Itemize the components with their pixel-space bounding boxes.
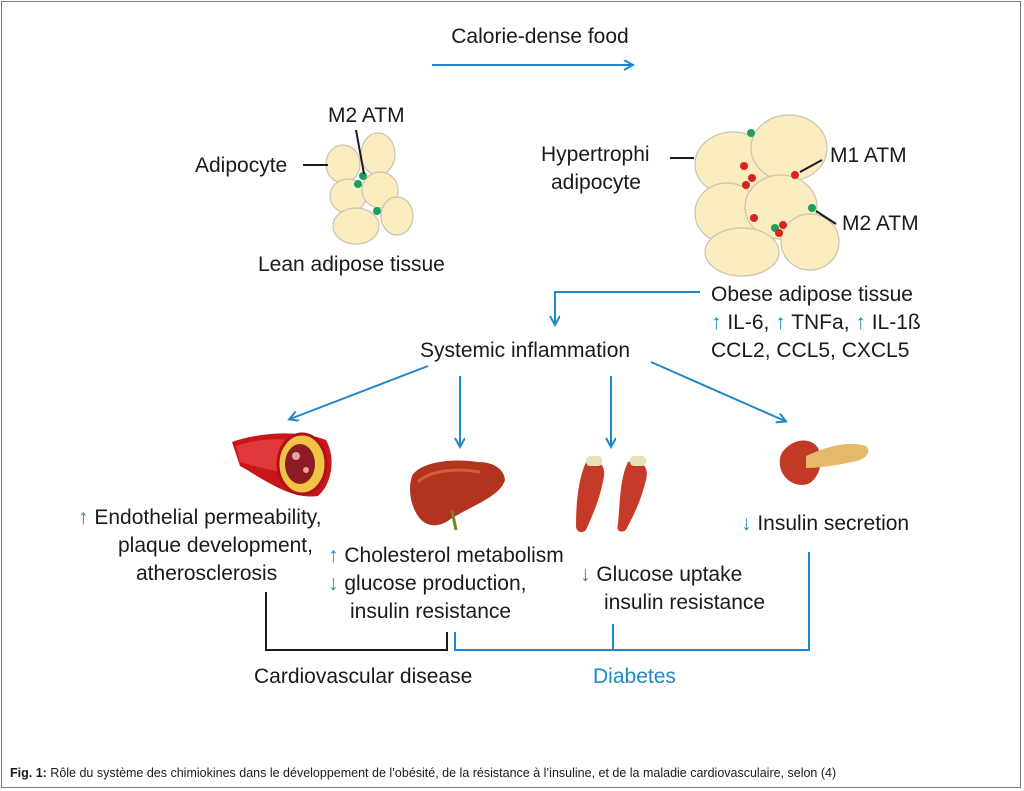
- vascular-effect-line3: atherosclerosis: [136, 562, 278, 585]
- obese-cytokines-line1: ↑ IL-6, ↑ TNFa, ↑ IL-1ß: [711, 310, 921, 336]
- increase-arrow: ↑: [775, 311, 786, 334]
- m2-atm-dot: [747, 129, 755, 137]
- vascular-effect-line2: plaque development,: [118, 534, 313, 557]
- insulin-secretion-text: Insulin secretion: [757, 512, 910, 535]
- liver-effect-line2: ↓ glucose production,: [328, 571, 526, 597]
- calorie-dense-food-label: Calorie-dense food: [451, 25, 629, 48]
- liver-effect-line3: insulin resistance: [350, 600, 512, 623]
- cholesterol-metabolism-text: Cholesterol metabolism: [344, 544, 564, 567]
- blood-vessel-icon: [232, 432, 332, 497]
- increase-arrow: ↑: [328, 544, 339, 567]
- m2-atm-dot: [354, 180, 362, 188]
- tnfa-label: TNFa,: [791, 311, 850, 334]
- lean-atm-dots: [354, 172, 381, 215]
- m1-atm-dot: [750, 214, 758, 222]
- cardiovascular-connector: [265, 592, 448, 651]
- lean-adipocyte-label: Adipocyte: [195, 154, 288, 177]
- hypertrophic-label-line2: adipocyte: [551, 171, 641, 194]
- pancreas-icon: [779, 440, 869, 485]
- m1-atm-dot: [775, 229, 783, 237]
- decrease-arrow: ↓: [741, 512, 752, 535]
- figure-caption-label: Fig. 1:: [10, 766, 47, 780]
- obese-m2-atm-label: M2 ATM: [842, 212, 919, 235]
- glucose-uptake-text: Glucose uptake: [596, 563, 743, 586]
- m2-atm-dot: [373, 207, 381, 215]
- glucose-production-text: glucose production,: [344, 572, 527, 595]
- increase-arrow: ↑: [855, 311, 866, 334]
- liver-effect-line1: ↑ Cholesterol metabolism: [328, 543, 564, 569]
- obese-adipose-tissue-illustration: [694, 114, 840, 277]
- pancreas-effect-line1: ↓ Insulin secretion: [741, 511, 909, 537]
- liver-icon: [410, 460, 505, 531]
- obese-to-inflammation-arrow: [555, 291, 700, 324]
- diabetes-label: Diabetes: [593, 665, 676, 688]
- m2-atm-dot: [359, 172, 367, 180]
- lean-adipose-caption: Lean adipose tissue: [258, 253, 445, 276]
- arrow-to-pancreas: [650, 361, 785, 421]
- obese-atm-dots: [740, 129, 816, 237]
- m1-atm-dot: [742, 181, 750, 189]
- muscle-icon: [576, 456, 647, 533]
- increase-arrow: ↑: [711, 311, 722, 334]
- m1-atm-dot: [748, 174, 756, 182]
- increase-arrow: ↑: [78, 506, 89, 529]
- cardiovascular-disease-label: Cardiovascular disease: [254, 665, 473, 688]
- m1-atm-dot: [779, 221, 787, 229]
- muscle-effect-line2: insulin resistance: [604, 591, 766, 614]
- lean-m2-leader: [355, 129, 365, 175]
- il1b-label: IL-1ß: [871, 311, 921, 334]
- decrease-arrow: ↓: [580, 563, 591, 586]
- systemic-inflammation-label: Systemic inflammation: [420, 339, 631, 362]
- hypertrophic-label-line1: Hypertrophi: [541, 143, 650, 166]
- diabetes-connector: [454, 552, 810, 651]
- lean-adipose-tissue-illustration: [325, 132, 414, 245]
- m1-atm-dot: [740, 162, 748, 170]
- arrow-to-vessel: [290, 365, 429, 419]
- decrease-arrow: ↓: [328, 572, 339, 595]
- il6-label: IL-6,: [727, 311, 770, 334]
- figure-caption-text: Rôle du système des chimiokines dans le …: [46, 766, 837, 780]
- lean-m2-atm-label: M2 ATM: [328, 104, 405, 127]
- muscle-effect-line1: ↓ Glucose uptake: [580, 562, 742, 588]
- figure-caption: Fig. 1: Rôle du système des chimiokines …: [10, 766, 836, 780]
- endothelial-permeability-text: Endothelial permeability,: [94, 506, 322, 529]
- obese-m1-atm-label: M1 ATM: [830, 144, 907, 167]
- obese-m1-leader: [799, 159, 823, 173]
- m2-atm-dot: [808, 204, 816, 212]
- m1-atm-dot: [791, 171, 799, 179]
- obese-cytokines-line2: CCL2, CCL5, CXCL5: [711, 339, 910, 362]
- obese-m2-leader: [815, 210, 837, 225]
- vascular-effect-line1: ↑ Endothelial permeability,: [78, 505, 322, 531]
- obese-adipose-caption: Obese adipose tissue: [711, 283, 913, 306]
